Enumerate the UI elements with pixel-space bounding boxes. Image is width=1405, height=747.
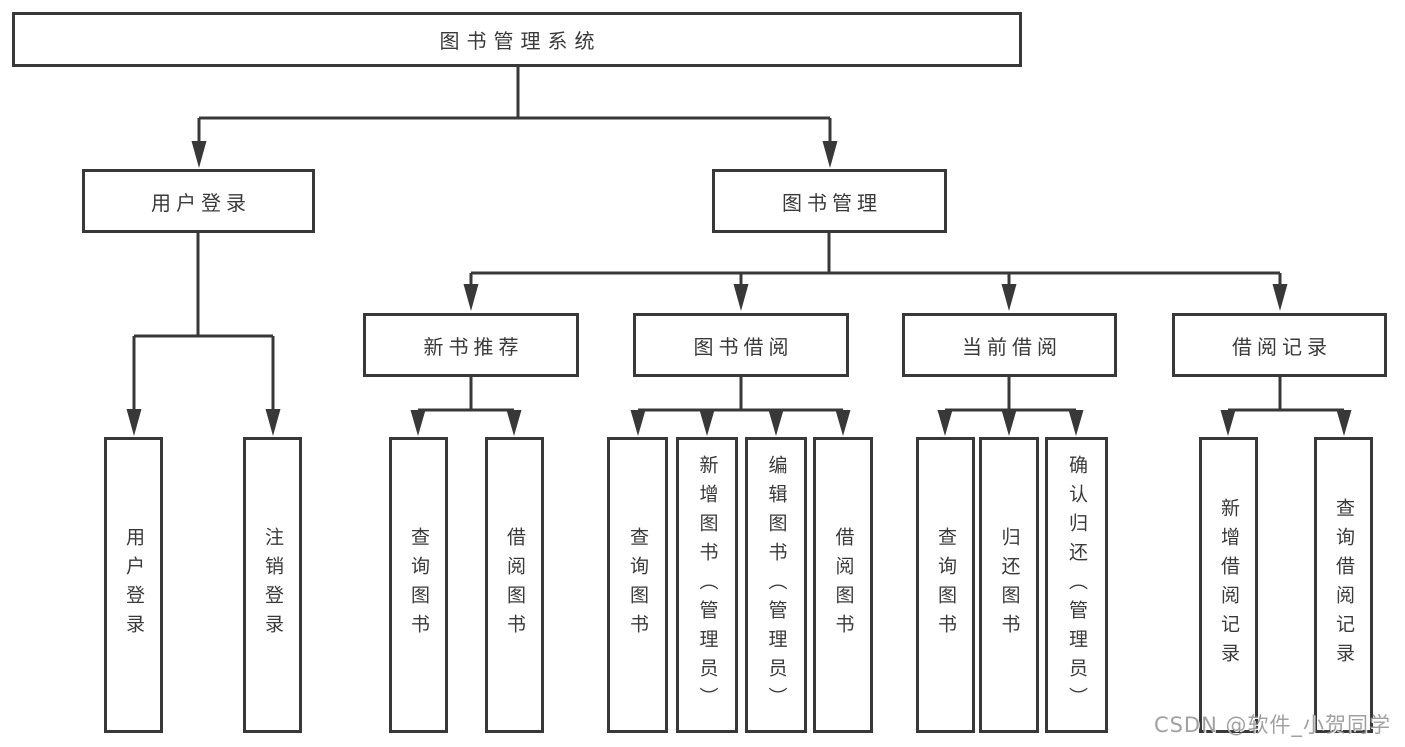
leaf-query-borrow-record-label: 查询借阅记录 [1333, 498, 1355, 672]
leaf-query-books-newbook-label: 查询图书 [408, 527, 430, 643]
node-book-borrow: 图书借阅 [633, 313, 849, 377]
leaf-add-books-admin: 新增图书（管理员） [676, 437, 738, 733]
leaf-add-borrow-record-label: 新增借阅记录 [1218, 498, 1240, 672]
leaf-edit-books-admin-label: 编辑图书（管理员） [765, 454, 788, 716]
node-user-login-label: 用户登录 [151, 190, 251, 215]
leaf-logout-label: 注销登录 [262, 527, 284, 643]
leaf-borrow-books-newbook-label: 借阅图书 [504, 527, 526, 643]
leaf-query-books-current: 查询图书 [916, 437, 975, 733]
leaf-borrow-books: 借阅图书 [813, 437, 873, 733]
node-new-book-recommend-label: 新书推荐 [423, 334, 524, 359]
node-book-borrow-label: 图书借阅 [693, 334, 794, 359]
leaf-borrow-books-label: 借阅图书 [832, 527, 855, 643]
node-book-management-label: 图书管理 [782, 190, 882, 215]
connector-current-to-leaves [937, 377, 1084, 436]
leaf-add-books-admin-label: 新增图书（管理员） [696, 454, 719, 716]
leaf-query-books-borrow: 查询图书 [607, 437, 668, 733]
node-user-login: 用户登录 [82, 169, 315, 233]
connector-bookmgmt-to-level2 [463, 233, 1288, 311]
node-borrow-records: 借阅记录 [1172, 313, 1387, 377]
connector-newbook-to-leaves [410, 377, 522, 436]
node-system-root-label: 图书管理系统 [439, 29, 602, 53]
node-current-borrow: 当前借阅 [902, 313, 1117, 377]
leaf-confirm-return-admin-label: 确认归还（管理员） [1066, 454, 1088, 716]
leaf-return-books-label: 归还图书 [998, 527, 1021, 643]
leaf-user-login: 用户登录 [104, 437, 163, 733]
leaf-logout: 注销登录 [243, 437, 302, 733]
leaf-add-borrow-record: 新增借阅记录 [1199, 437, 1258, 733]
leaf-borrow-books-newbook: 借阅图书 [485, 437, 544, 733]
connector-records-to-leaves [1220, 377, 1352, 436]
leaf-confirm-return-admin: 确认归还（管理员） [1045, 437, 1108, 733]
node-borrow-records-label: 借阅记录 [1232, 334, 1332, 359]
node-system-root: 图书管理系统 [12, 12, 1022, 67]
node-current-borrow-label: 当前借阅 [962, 334, 1062, 359]
leaf-query-books-borrow-label: 查询图书 [627, 527, 649, 643]
leaf-query-books-newbook: 查询图书 [389, 437, 448, 733]
node-new-book-recommend: 新书推荐 [363, 313, 579, 377]
leaf-query-borrow-record: 查询借阅记录 [1314, 437, 1373, 733]
connector-root-to-level1 [191, 67, 838, 168]
leaf-edit-books-admin: 编辑图书（管理员） [745, 437, 807, 733]
leaf-return-books: 归还图书 [979, 437, 1039, 733]
leaf-user-login-label: 用户登录 [123, 527, 145, 643]
leaf-query-books-current-label: 查询图书 [935, 527, 957, 643]
csdn-watermark: CSDN @软件_小贺同学 [1153, 713, 1391, 737]
node-book-management: 图书管理 [712, 169, 947, 233]
connector-userlogin-to-leaves [126, 233, 281, 436]
connector-borrow-to-leaves [630, 377, 851, 436]
